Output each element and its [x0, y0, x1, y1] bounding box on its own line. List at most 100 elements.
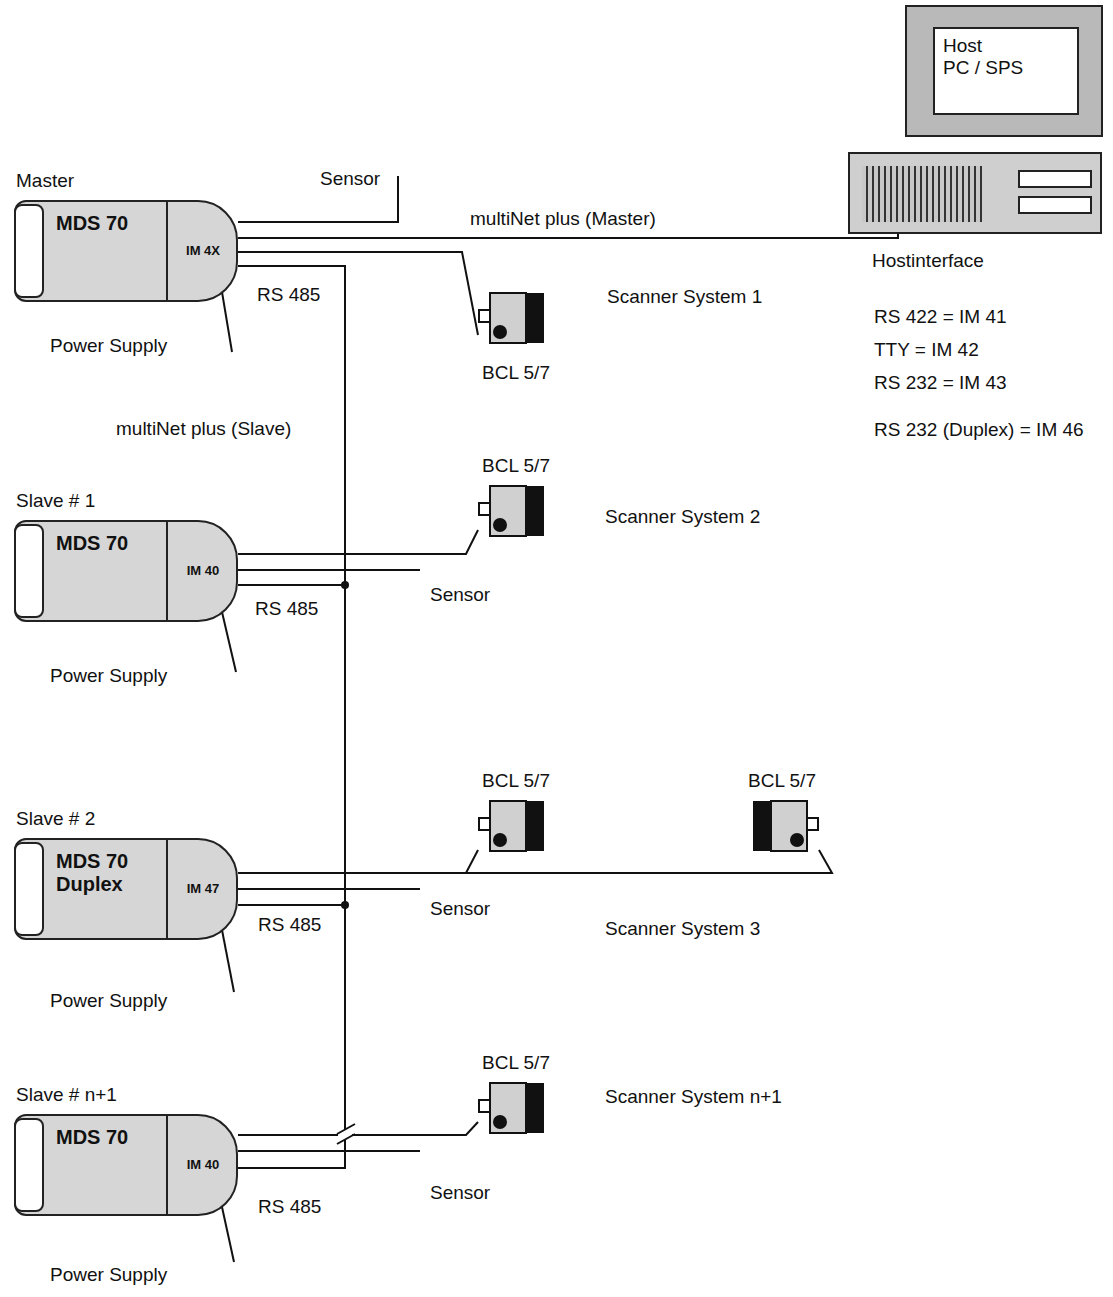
unit-heading: Slave # n+1 [16, 1084, 117, 1106]
annotation-label: Power Supply [50, 665, 167, 687]
scanner-label: BCL 5/7 [482, 1052, 550, 1074]
front-tab [14, 842, 44, 936]
barcode-scanner: BCL 5/7 [752, 800, 819, 852]
scanner-icon [478, 1082, 545, 1134]
interface-module: IM 47 [166, 838, 238, 940]
network-connector [238, 266, 345, 1168]
module-label: IM 40 [187, 564, 220, 579]
scanner-body [490, 293, 526, 343]
unit-name: MDS 70 Duplex [56, 850, 156, 896]
connector-label: multiNet plus (Master) [470, 208, 656, 230]
controller-unit: Slave # n+1MDS 70IM 40 [14, 1114, 238, 1216]
module-label: IM 47 [187, 882, 220, 897]
scanner-shape [479, 293, 544, 343]
annotation-label: Sensor [430, 898, 490, 920]
interface-module: IM 40 [166, 1114, 238, 1216]
scanner-mount [493, 518, 507, 532]
host-monitor: HostPC / SPS [905, 5, 1103, 137]
power-wire [222, 930, 234, 992]
scanner-mount [493, 833, 507, 847]
break-mark [337, 1124, 355, 1134]
scanner-icon [478, 800, 545, 852]
network-connector [238, 252, 478, 335]
scanner-connector [479, 310, 490, 322]
annotation-label: RS 232 (Duplex) = IM 46 [874, 419, 1084, 441]
controller-unit: Slave # 2MDS 70 DuplexIM 47 [14, 838, 238, 940]
annotation-label: RS 485 [258, 1196, 321, 1218]
annotation-label: RS 422 = IM 41 [874, 306, 1007, 328]
annotation-label: RS 485 [258, 914, 321, 936]
scanner-shape [479, 1083, 544, 1133]
annotation-label: RS 232 = IM 43 [874, 372, 1007, 394]
module-label: IM 4X [186, 244, 220, 259]
scanner-label: BCL 5/7 [748, 770, 816, 792]
unit-heading: Master [16, 170, 74, 192]
scanner-shape [753, 801, 818, 851]
scanner-icon [478, 485, 545, 537]
interface-module: IM 40 [166, 520, 238, 622]
scanner-mount [493, 325, 507, 339]
annotation-label: TTY = IM 42 [874, 339, 979, 361]
scanner-connector [479, 503, 490, 515]
host-text: Host [943, 35, 1069, 57]
scanner-body [490, 801, 526, 851]
annotation-label: Power Supply [50, 990, 167, 1012]
scanner-body [771, 801, 807, 851]
sensor-wire [238, 569, 420, 571]
barcode-scanner: BCL 5/7 [478, 1082, 545, 1134]
drive-slot [1018, 170, 1092, 188]
scanner-body [490, 1083, 526, 1133]
scanner-shape [479, 486, 544, 536]
monitor-screen: HostPC / SPS [933, 27, 1079, 115]
annotation-label: Sensor [430, 584, 490, 606]
break-mark [337, 1134, 355, 1144]
sensor-wire [238, 1150, 420, 1152]
annotation-label: Scanner System 1 [607, 286, 762, 308]
unit-name: MDS 70 [56, 532, 156, 555]
barcode-scanner: BCL 5/7 [478, 292, 545, 344]
scanner-label: BCL 5/7 [482, 770, 550, 792]
controller-unit: Slave # 1MDS 70IM 40 [14, 520, 238, 622]
network-connector [238, 850, 832, 873]
annotation-label: Power Supply [50, 335, 167, 357]
power-wire [222, 1207, 234, 1262]
annotation-label: RS 485 [255, 598, 318, 620]
junction-dot [341, 901, 349, 909]
unit-heading: Slave # 1 [16, 490, 95, 512]
annotation-label: Sensor [430, 1182, 490, 1204]
module-label: IM 40 [187, 1158, 220, 1173]
annotation-label: Scanner System n+1 [605, 1086, 782, 1108]
unit-heading: Slave # 2 [16, 808, 95, 830]
annotation-label: RS 485 [257, 284, 320, 306]
scanner-window [526, 293, 544, 343]
scanner-icon [478, 292, 545, 344]
annotation-label: Scanner System 2 [605, 506, 760, 528]
annotation-label: Scanner System 3 [605, 918, 760, 940]
network-connector [238, 850, 478, 873]
scanner-label: BCL 5/7 [482, 455, 550, 477]
scanner-window [526, 1083, 544, 1133]
barcode-scanner: BCL 5/7 [478, 800, 545, 852]
junction-dot [341, 581, 349, 589]
sensor-wire [238, 888, 420, 890]
scanner-label: BCL 5/7 [482, 362, 550, 384]
network-connector [238, 266, 345, 905]
network-connector [238, 1122, 478, 1135]
barcode-scanner: BCL 5/7 [478, 485, 545, 537]
interface-module: IM 4X [166, 200, 238, 302]
scanner-connector [807, 818, 818, 830]
scanner-shape [479, 801, 544, 851]
network-connector [238, 530, 478, 554]
scanner-mount [790, 833, 804, 847]
annotation-label: Power Supply [50, 1264, 167, 1286]
unit-name: MDS 70 [56, 212, 156, 235]
controller-unit: MasterMDS 70IM 4X [14, 200, 238, 302]
scanner-window [526, 801, 544, 851]
scanner-body [490, 486, 526, 536]
connector-label: multiNet plus (Slave) [116, 418, 291, 440]
scanner-window [526, 486, 544, 536]
host-interface-unit: Hostinterface [848, 152, 1102, 234]
scanner-connector [479, 1100, 490, 1112]
scanner-mount [493, 1115, 507, 1129]
